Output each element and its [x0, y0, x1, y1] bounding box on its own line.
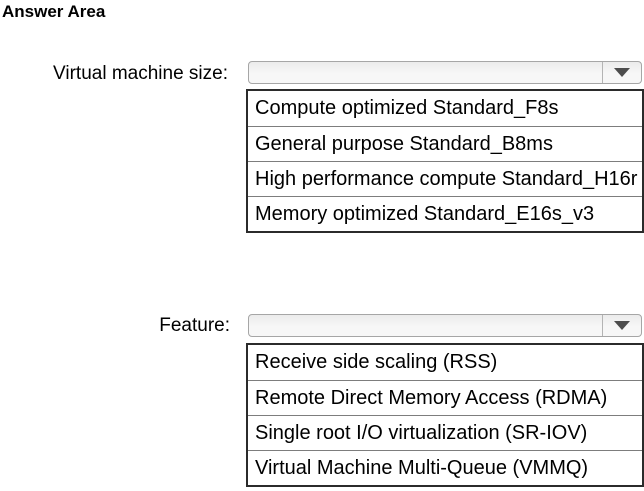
dropdown-option[interactable]: Virtual Machine Multi-Queue (VMMQ): [248, 450, 642, 485]
dropdown-option[interactable]: General purpose Standard_B8ms: [248, 126, 642, 161]
feature-dropdown-button[interactable]: [602, 315, 641, 336]
vm-size-dropdown-button[interactable]: [602, 62, 641, 83]
dropdown-option[interactable]: Single root I/O virtualization (SR-IOV): [248, 415, 642, 450]
feature-label: Feature:: [159, 315, 230, 336]
vm-size-dropdown-value: [249, 62, 602, 83]
feature-dropdown-value: [249, 315, 602, 336]
vm-size-options-list: Compute optimized Standard_F8s General p…: [246, 89, 644, 233]
page-title: Answer Area: [2, 2, 106, 21]
dropdown-option[interactable]: Remote Direct Memory Access (RDMA): [248, 380, 642, 415]
feature-dropdown[interactable]: [248, 314, 642, 337]
vm-size-label: Virtual machine size:: [53, 63, 228, 84]
caret-down-icon: [614, 321, 630, 330]
dropdown-option[interactable]: Receive side scaling (RSS): [255, 351, 498, 373]
vm-size-dropdown[interactable]: [248, 61, 642, 84]
dropdown-option[interactable]: Memory optimized Standard_E16s_v3: [248, 196, 642, 231]
dropdown-option[interactable]: Compute optimized Standard_F8s: [255, 97, 559, 119]
feature-options-list: Receive side scaling (RSS) Remote Direct…: [246, 343, 644, 487]
caret-down-icon: [614, 68, 630, 77]
dropdown-option[interactable]: High performance compute Standard_H16r: [248, 161, 642, 196]
